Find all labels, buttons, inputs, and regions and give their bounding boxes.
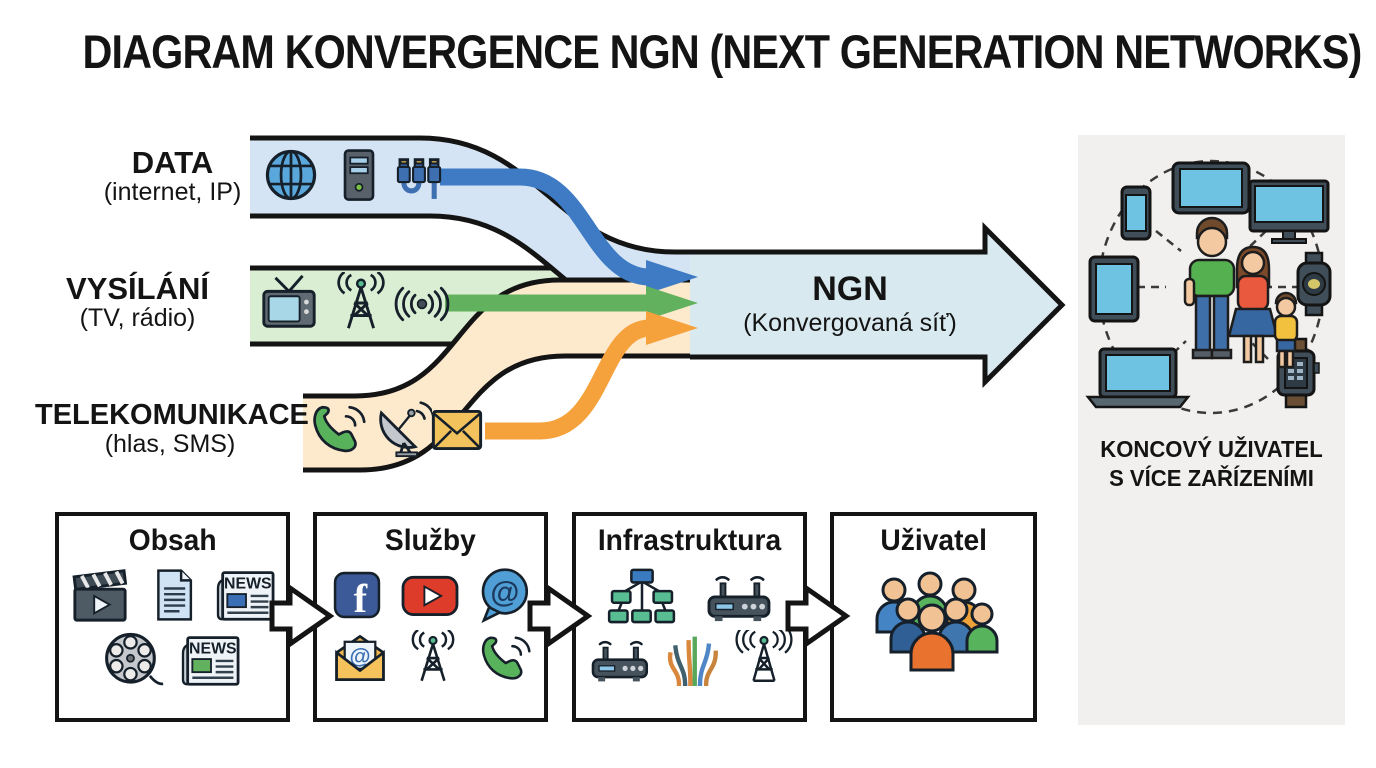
email-at-icon: @: [331, 631, 389, 685]
tablet-icon: [1088, 255, 1140, 323]
end-user-panel: KONCOVÝ UŽIVATEL S VÍCE ZAŘÍZENÍMI: [1078, 135, 1345, 725]
satellite-dish-icon: [372, 398, 432, 458]
fiber-cables-icon: [665, 630, 721, 686]
data-stream-arrow: [440, 168, 698, 294]
broadcast-stream-arrow: [445, 286, 698, 320]
radio-signal-icon: [394, 279, 450, 329]
svg-text:NEWS: NEWS: [189, 640, 237, 657]
broadcast-tower-icon: [330, 272, 392, 334]
ngn-arrow-label: NGN (Konvergovaná síť): [743, 270, 957, 338]
television-icon: [1248, 179, 1330, 244]
box-title: Infrastruktura: [597, 524, 782, 557]
stream-label-broadcast: VYSÍLÁNÍ (TV, rádio): [66, 271, 209, 333]
antenna-tower-icon: [405, 630, 461, 686]
family-devices-illustration: [1085, 159, 1332, 415]
network-topology-icon: [606, 566, 678, 624]
newspaper-icon: NEWS: [180, 632, 242, 688]
envelope-icon: [430, 407, 484, 453]
family-figures: [1183, 216, 1299, 369]
youtube-icon: [400, 568, 460, 622]
box-title: Obsah: [128, 524, 217, 557]
box-title: Uživatel: [880, 524, 987, 557]
svg-text:@: @: [349, 643, 370, 668]
pipeline-box-services: Služby f @: [313, 512, 548, 722]
stream-label-data: DATA (internet, IP): [103, 145, 242, 207]
pipeline-box-content: Obsah: [55, 512, 290, 722]
svg-text:NEWS: NEWS: [224, 575, 272, 592]
page-title: DIAGRAM KONVERGENCE NGN (NEXT GENERATION…: [82, 25, 1363, 78]
film-reel-icon: [104, 630, 164, 690]
end-user-label: KONCOVÝ UŽIVATEL S VÍCE ZAŘÍZENÍMI: [1100, 436, 1323, 491]
svg-text:@: @: [490, 576, 519, 609]
phone-call-icon: [477, 631, 531, 685]
facebook-icon: f: [330, 568, 384, 622]
telecom-stream-arrow: [485, 311, 698, 440]
smartphone-icon: [1120, 185, 1152, 241]
newspaper-icon: NEWS: [215, 567, 277, 623]
chat-at-icon: @: [476, 566, 532, 624]
stream-label-telecom: TELEKOMUNIKACE (hlas, SMS): [35, 399, 309, 459]
laptop-icon: [1085, 347, 1191, 409]
document-icon: [147, 566, 199, 624]
phone-handset-icon: [308, 400, 366, 458]
desktop-computer-icon: [331, 146, 387, 204]
wifi-router-icon: [702, 566, 774, 624]
smartwatch-icon: [1296, 251, 1332, 317]
clapperboard-icon: [69, 566, 131, 624]
wifi-router-icon: [587, 632, 651, 684]
pipeline-box-user: Uživatel: [830, 512, 1037, 722]
globe-icon: [262, 146, 320, 204]
usb-cables-icon: [392, 149, 446, 205]
user-group-icon: [864, 566, 1004, 684]
box-title: Služby: [385, 524, 476, 557]
tablet-icon: [1171, 161, 1251, 215]
pipeline-box-infrastructure: Infrastruktura: [572, 512, 807, 722]
radio-mast-icon: [735, 630, 793, 686]
tv-icon: [258, 272, 320, 334]
svg-text:f: f: [353, 576, 367, 621]
